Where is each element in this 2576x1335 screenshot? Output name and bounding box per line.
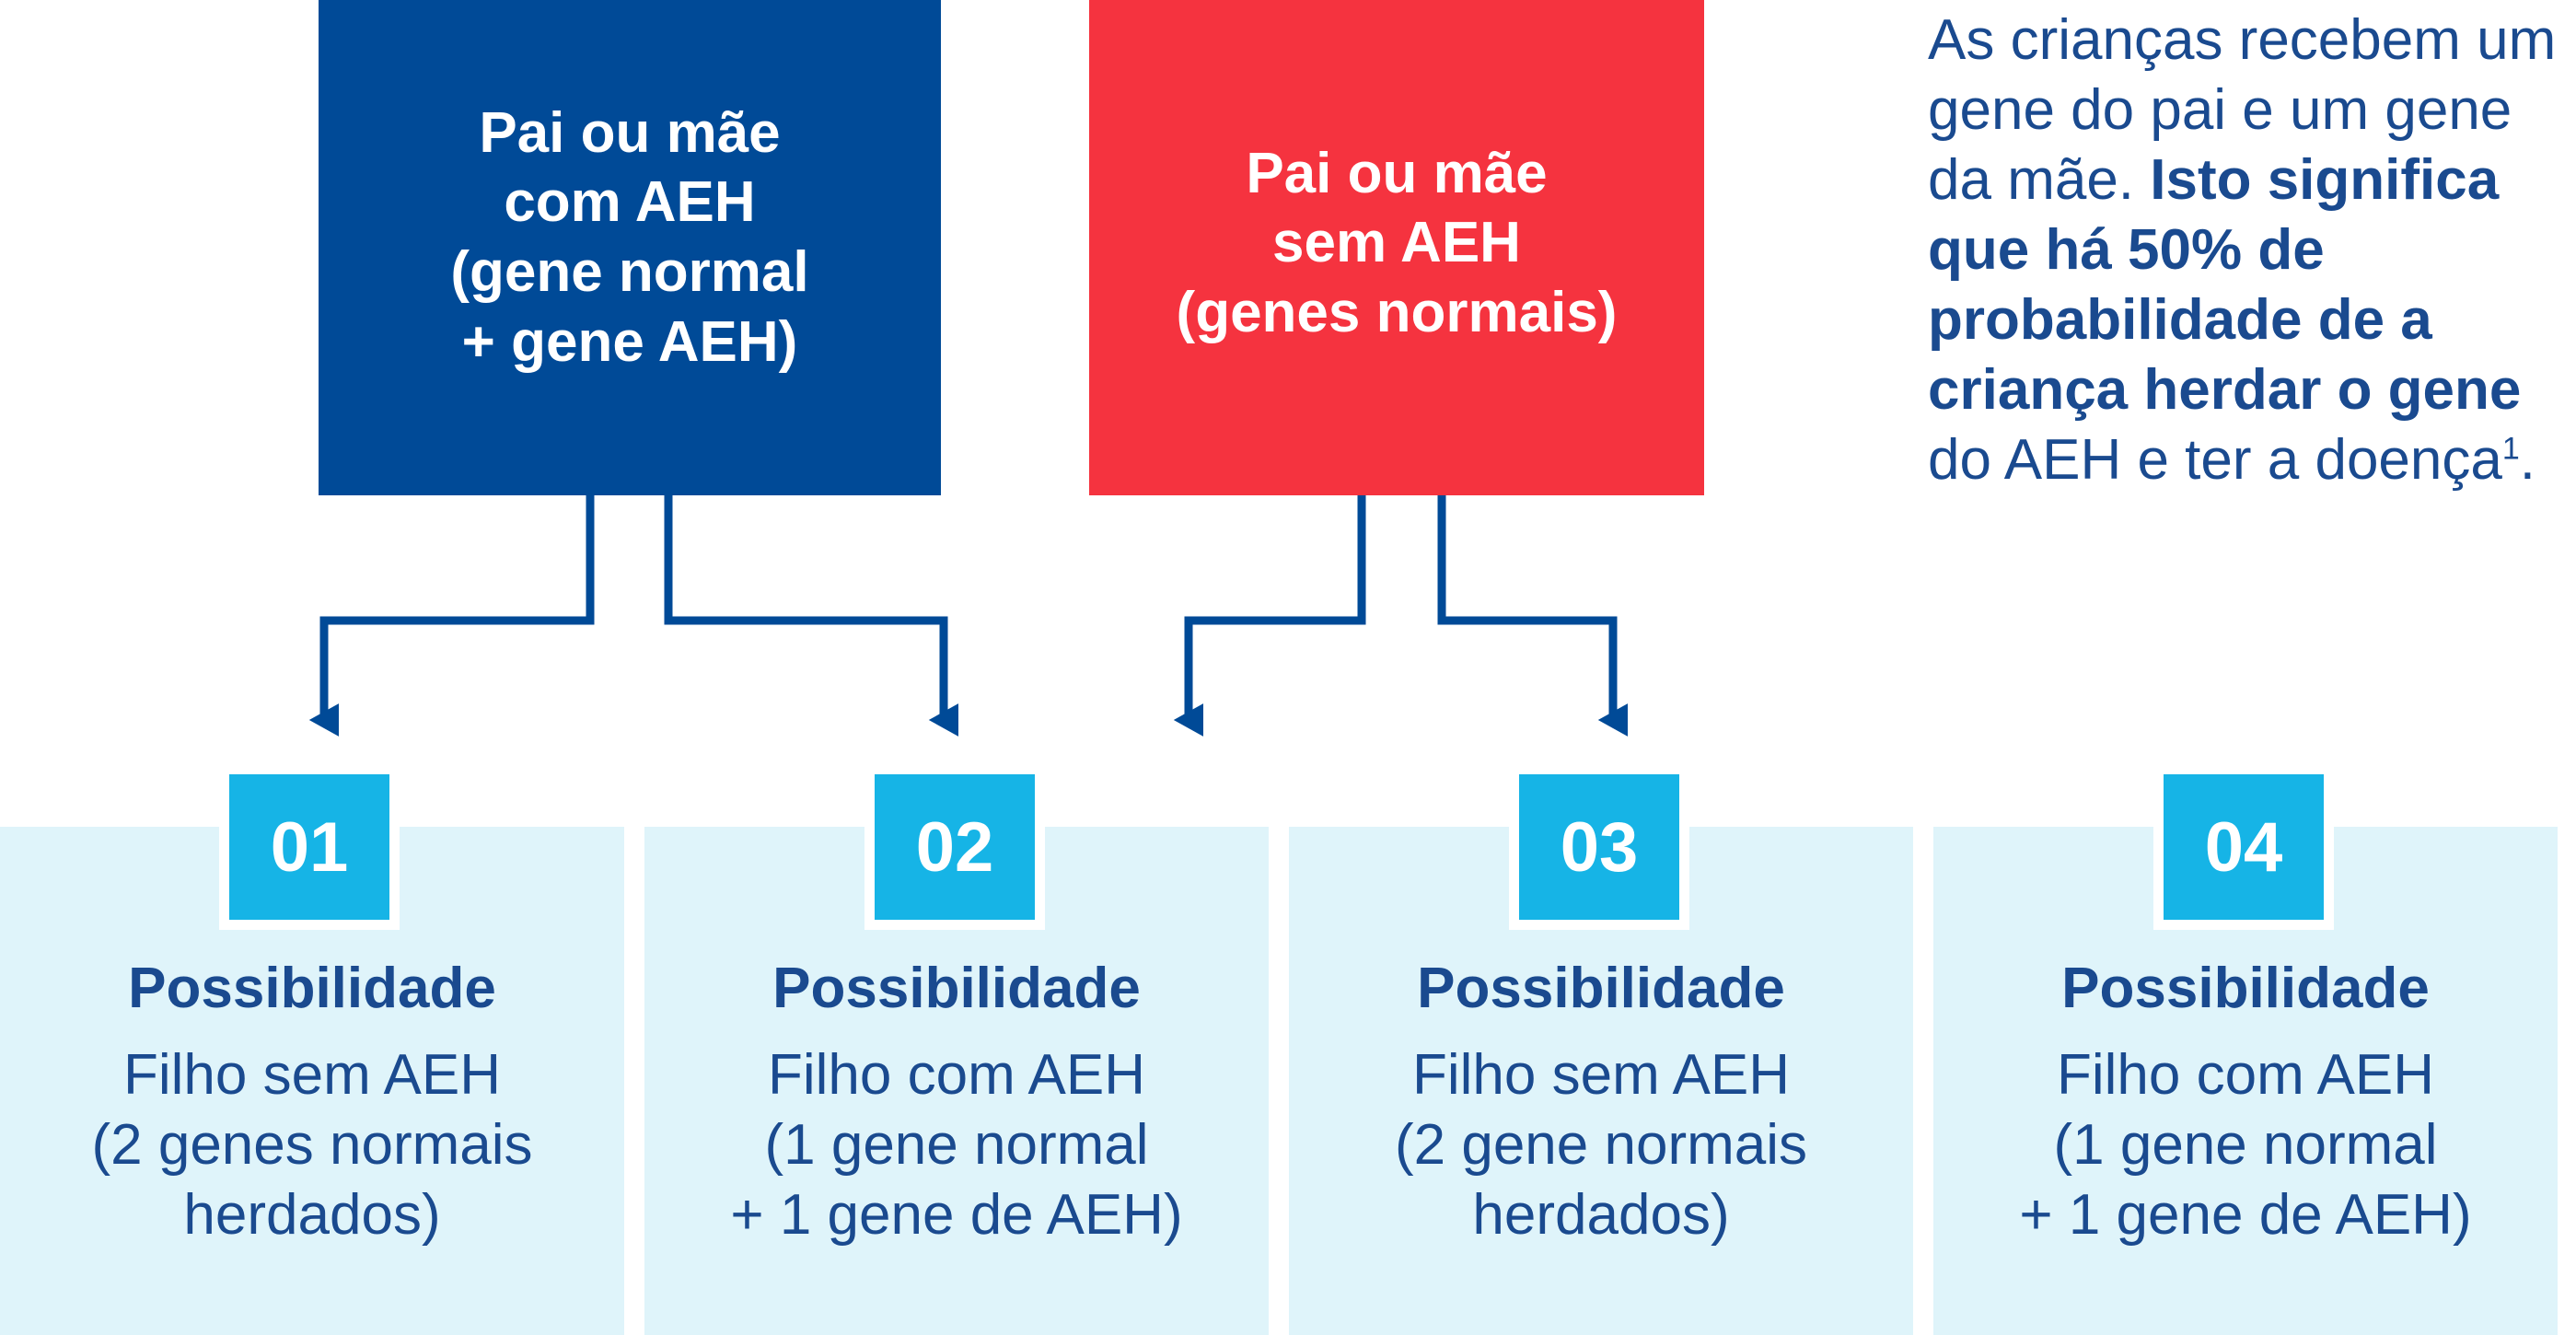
parent-without-aeh-line: (genes normais) — [1176, 280, 1618, 344]
parent-with-aeh-line: com AEH — [504, 170, 756, 235]
parent-with-aeh-line: (gene normal — [450, 240, 809, 304]
outcome-desc-line: (2 genes normais — [91, 1113, 533, 1177]
arrow-aeh-to-01 — [308, 495, 595, 737]
outcome-desc-line: Filho com AEH — [767, 1043, 1146, 1107]
outcome-panel-02: 02 Possibilidade Filho com AEH (1 gene n… — [644, 764, 1269, 1335]
arrow-aeh-to-02 — [664, 495, 959, 737]
parent-without-aeh-line: Pai ou mãe — [1246, 141, 1548, 205]
inheritance-note: As crianças recebem um gene do pai e um … — [1928, 6, 2572, 495]
arrow-no-aeh-left — [1173, 495, 1366, 737]
outcome-panel-01: 01 Possibilidade Filho sem AEH (2 genes … — [0, 764, 624, 1335]
outcome-desc-line: + 1 gene de AEH) — [730, 1183, 1183, 1247]
outcome-desc-line: Filho com AEH — [2056, 1043, 2435, 1107]
parent-with-aeh-line: Pai ou mãe — [479, 100, 781, 165]
outcome-desc-line: + 1 gene de AEH) — [2019, 1183, 2472, 1247]
outcome-title: Possibilidade — [2061, 957, 2430, 1020]
outcome-number-badge: 02 — [864, 764, 1045, 930]
outcome-description: Filho sem AEH (2 genes normais herdados) — [0, 1040, 624, 1250]
outcome-desc-line: (2 gene normais — [1394, 1113, 1808, 1177]
outcome-title: Possibilidade — [1417, 957, 1785, 1020]
note-intro: As crianças recebem um gene do pai e um … — [1928, 8, 2557, 212]
outcome-number-badge: 01 — [219, 764, 400, 930]
outcome-panel-03: 03 Possibilidade Filho sem AEH (2 gene n… — [1289, 764, 1913, 1335]
arrow-no-aeh-to-03 — [1437, 495, 1629, 737]
outcome-description: Filho com AEH (1 gene normal + 1 gene de… — [1933, 1040, 2558, 1250]
outcome-description: Filho sem AEH (2 gene normais herdados) — [1289, 1040, 1913, 1250]
outcome-desc-line: Filho sem AEH — [122, 1043, 502, 1107]
note-outro: do AEH e ter a doença — [1928, 428, 2502, 492]
outcome-number-badge: 04 — [2153, 764, 2334, 930]
note-emphasis: Isto significa que há 50% de probabilida… — [1928, 148, 2522, 422]
outcome-desc-line: herdados) — [1472, 1183, 1730, 1247]
outcome-desc-line: (1 gene normal — [764, 1113, 1149, 1177]
outcome-desc-line: herdados) — [183, 1183, 441, 1247]
note-reference: 1 — [2501, 431, 2520, 467]
parent-without-aeh-box: Pai ou mãe sem AEH (genes normais) — [1089, 0, 1704, 495]
outcome-description: Filho com AEH (1 gene normal + 1 gene de… — [644, 1040, 1269, 1250]
parent-without-aeh-line: sem AEH — [1272, 211, 1521, 275]
outcome-title: Possibilidade — [128, 957, 496, 1020]
outcome-desc-line: Filho sem AEH — [1411, 1043, 1791, 1107]
outcome-title: Possibilidade — [772, 957, 1141, 1020]
outcome-number-badge: 03 — [1509, 764, 1689, 930]
note-end: . — [2519, 428, 2536, 492]
parent-with-aeh-box: Pai ou mãe com AEH (gene normal + gene A… — [319, 0, 941, 495]
outcome-panel-04: 04 Possibilidade Filho com AEH (1 gene n… — [1933, 764, 2558, 1335]
parent-with-aeh-line: + gene AEH) — [461, 309, 798, 374]
outcome-desc-line: (1 gene normal — [2053, 1113, 2438, 1177]
